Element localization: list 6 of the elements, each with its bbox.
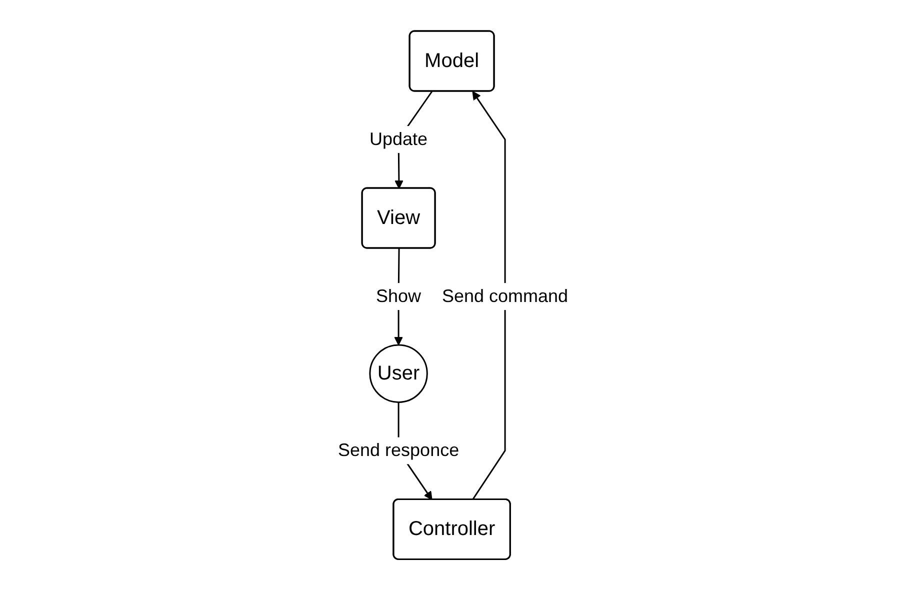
edge-label: Show: [376, 286, 422, 306]
node-circle: User: [370, 344, 428, 404]
edge-label: Send responce: [338, 440, 460, 461]
edge-label: Update: [370, 129, 428, 150]
arrow: [472, 91, 506, 500]
edge-label: Send command: [442, 286, 569, 306]
